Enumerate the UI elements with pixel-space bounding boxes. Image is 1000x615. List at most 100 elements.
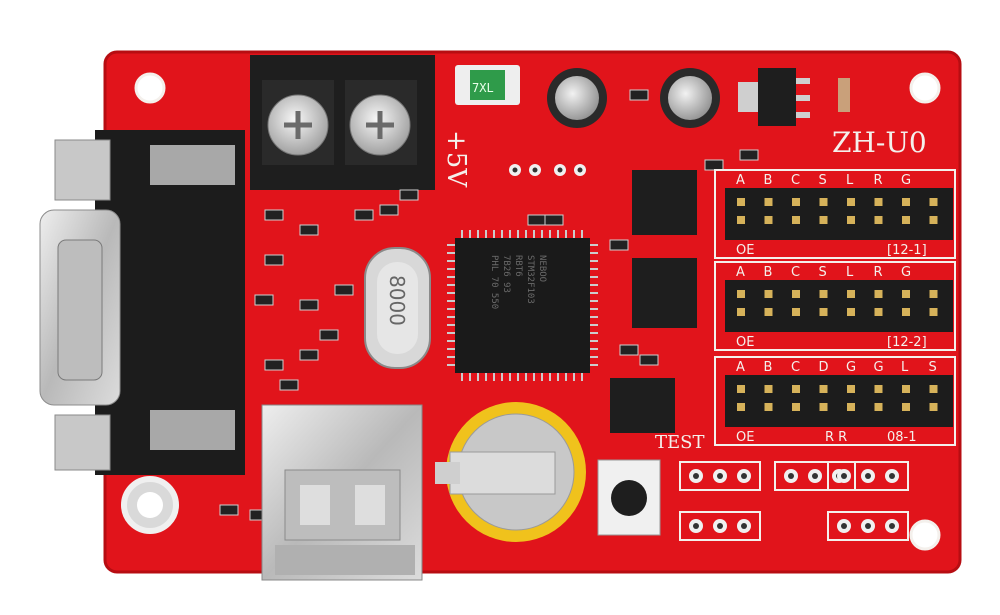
- oe-label: OE: [736, 335, 754, 350]
- header-pin: [929, 308, 938, 316]
- header-pin: [902, 216, 910, 224]
- header-pin: [792, 198, 800, 206]
- header-pin: [847, 198, 855, 206]
- pin-label: L: [846, 173, 854, 188]
- svg-text:NEBOOSTM32F103RBT67B26 93PHL 7: NEBOOSTM32F103RBT67B26 93PHL 70 550: [489, 255, 547, 309]
- smd-component: [279, 379, 299, 391]
- header-pin: [737, 290, 745, 298]
- passive-components: [219, 89, 759, 521]
- header-id-label: [12-2]: [887, 335, 927, 350]
- header-row-1: A B C S L R G OE [12-1]: [714, 169, 956, 259]
- header-pin: [847, 403, 855, 411]
- header-pin: [764, 308, 773, 316]
- mcu-marking-line: 7B26 93: [501, 255, 511, 293]
- header-pin: [737, 385, 745, 393]
- pin-label: A: [736, 173, 745, 188]
- mounting-holes: [121, 72, 941, 551]
- pin-label: S: [819, 265, 827, 280]
- header-pin: [874, 308, 883, 316]
- header-pin: [819, 385, 828, 393]
- power-input-label: +5V: [441, 130, 471, 188]
- pin-label: G: [901, 265, 911, 280]
- header-id-label: [12-1]: [887, 243, 927, 258]
- header-mid-label: R R: [825, 430, 847, 445]
- header-pin: [737, 308, 745, 316]
- header-pin: [819, 290, 828, 298]
- led-marking: 7XL: [472, 81, 494, 95]
- status-led: 7XL: [455, 65, 520, 105]
- header-pin: [902, 290, 910, 298]
- pin-label: B: [764, 173, 773, 188]
- capacitors: [547, 68, 720, 128]
- header-pin: [792, 308, 800, 316]
- smd-component: [264, 209, 284, 221]
- pin-label: R: [874, 265, 883, 280]
- board-model-label: ZH-U0: [832, 126, 927, 159]
- header-pin: [792, 216, 800, 224]
- header-pin: [764, 290, 773, 298]
- header-pin: [874, 403, 883, 411]
- header-pin: [764, 198, 773, 206]
- coin-cell-battery: [435, 402, 586, 542]
- header-pin: [764, 403, 773, 411]
- header-pin: [737, 198, 745, 206]
- smd-component: [399, 189, 419, 201]
- header-pin: [819, 403, 828, 411]
- smd-component: [354, 209, 374, 221]
- crystal-oscillator: 8000: [364, 247, 431, 369]
- test-push-button[interactable]: [597, 459, 661, 536]
- header-pin: [929, 290, 938, 298]
- header-pin: [819, 308, 828, 316]
- header-pin: [929, 216, 938, 224]
- pin-label: G: [874, 360, 884, 375]
- mcu-marking-line: NEBOO: [537, 255, 547, 282]
- pin-label: C: [791, 265, 800, 280]
- main-microcontroller: NEBOOSTM32F103RBT67B26 93PHL 70 550: [447, 230, 598, 381]
- header-pin: [902, 403, 910, 411]
- smd-component: [609, 239, 629, 251]
- smd-component: [334, 284, 354, 296]
- header-pin: [737, 403, 745, 411]
- oe-label: OE: [736, 243, 754, 258]
- smd-component: [704, 159, 724, 171]
- pin-label: C: [791, 173, 800, 188]
- smd-component: [379, 204, 399, 216]
- smd-component: [299, 224, 319, 236]
- pin-label: G: [846, 360, 856, 375]
- header-pin: [819, 216, 828, 224]
- header-pin: [902, 198, 910, 206]
- smd-component: [264, 254, 284, 266]
- mcu-marking-line: PHL 70 550: [489, 255, 499, 309]
- pin-label: R: [874, 173, 883, 188]
- smd-component: [254, 294, 274, 306]
- smd-component: [629, 89, 649, 101]
- pin-label: B: [764, 360, 773, 375]
- header-pin: [874, 290, 883, 298]
- smd-component: [639, 354, 659, 366]
- pin-label: G: [901, 173, 911, 188]
- pin-label: S: [819, 173, 827, 188]
- mcu-marking-line: RBT6: [513, 255, 523, 277]
- header-pin: [819, 198, 828, 206]
- pin-label: A: [736, 265, 745, 280]
- voltage-regulator: [738, 68, 850, 126]
- usb-port[interactable]: [261, 404, 423, 581]
- oe-label: OE: [736, 430, 754, 445]
- header-pin: [929, 403, 938, 411]
- header-pin: [929, 385, 938, 393]
- pin-label: L: [846, 265, 854, 280]
- header-pin: [874, 385, 883, 393]
- logic-chips: [610, 170, 697, 433]
- pin-label: D: [819, 360, 829, 375]
- db9-serial-connector: [39, 130, 245, 475]
- pin-label: C: [791, 360, 800, 375]
- bottom-pin-pads: [679, 461, 909, 541]
- header-pin: [847, 216, 855, 224]
- header-pin: [792, 403, 800, 411]
- header-pin: [764, 216, 773, 224]
- header-pin: [847, 290, 855, 298]
- test-button-label: TEST: [655, 432, 704, 453]
- pin-label: B: [764, 265, 773, 280]
- smd-component: [319, 329, 339, 341]
